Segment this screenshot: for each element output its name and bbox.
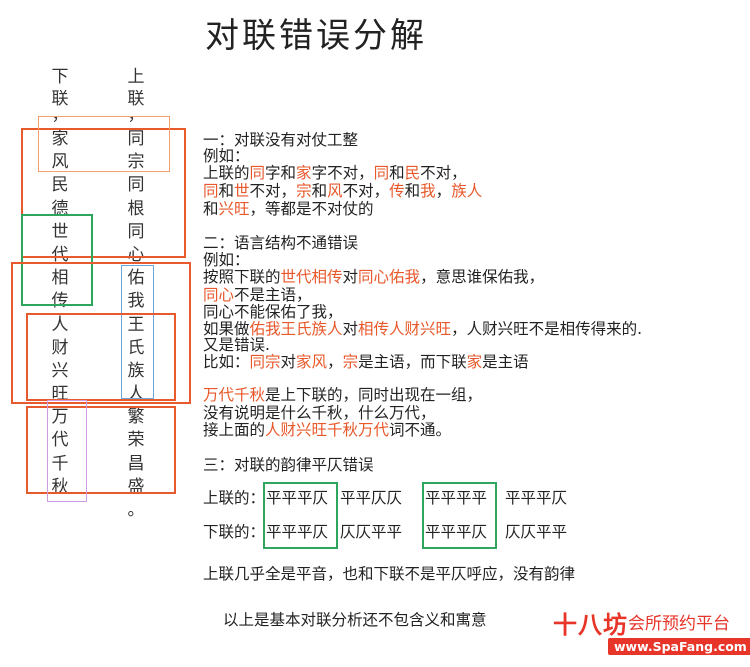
couplet-char: 昌 — [127, 453, 145, 474]
brand-url: www.SpaFang.com — [608, 638, 750, 655]
upper-meter-group-2: 平平仄仄 — [340, 489, 403, 507]
couplet-char: 盛 — [127, 476, 145, 497]
couplet-char: 家 — [51, 129, 69, 149]
couplet-char: 德 — [51, 198, 69, 219]
couplet-char: 代 — [51, 430, 69, 451]
upper-couplet-header: 上 联 ， — [127, 67, 145, 125]
couplet-char: 宗 — [127, 152, 145, 173]
annotation-box-red-3 — [26, 313, 176, 401]
page-title: 对联错误分解 — [205, 16, 427, 56]
section-2-line-5: 又是错误. — [203, 336, 270, 354]
couplet-char: 心 — [127, 244, 145, 265]
lower-meter-group-1: 平平平仄 — [266, 523, 329, 541]
couplet-char: 人 — [127, 384, 145, 405]
couplet-char: 我 — [127, 291, 145, 312]
footer-note: 以上是基本对联分析还不包含义和寓意 — [223, 611, 487, 629]
couplet-char: 同 — [127, 175, 145, 196]
upper-meter-group-4: 平平平仄 — [505, 489, 568, 507]
couplet-char: 氏 — [127, 337, 145, 358]
couplet-char: 财 — [51, 337, 69, 358]
annotation-box-red-4 — [26, 406, 176, 494]
couplet-char: 佑 — [127, 268, 145, 289]
couplet-char: 民 — [51, 175, 69, 196]
couplet-char: 族 — [127, 360, 145, 381]
brand-tagline: 会所预约平台 — [628, 614, 730, 634]
section-2-line-3: 同心不能保佑了我， — [203, 303, 343, 321]
upper-meter-label: 上联的： — [203, 489, 266, 507]
section-2-line-4: 如果做佑我王氏族人对相传人财兴旺，人财兴旺不是相传得来的. — [203, 320, 642, 338]
brand-logo: 十八坊 — [553, 611, 628, 639]
couplet-char: 兴 — [51, 360, 69, 381]
couplet-char: 代 — [51, 244, 69, 265]
annotation-box-red-2 — [11, 262, 191, 404]
couplet-char: 。 — [127, 500, 145, 520]
couplet-char: 千 — [51, 453, 69, 474]
section-3-conclusion: 上联几乎全是平音，也和下联不是平仄呼应，没有韵律 — [203, 565, 576, 583]
section-2-line-9: 接上面的人财兴旺千秋万代词不通。 — [203, 421, 452, 439]
upper-meter-group-3: 平平平平 — [425, 489, 488, 507]
couplet-char: 相 — [51, 268, 69, 289]
section-2-line-7: 万代千秋是上下联的，同时出现在一组， — [203, 386, 483, 404]
section-1-line-2: 同和世不对，宗和风不对，传和我，族人 — [203, 182, 483, 200]
lower-meter-group-4: 仄仄平平 — [505, 523, 568, 541]
couplet-char: 万 — [51, 407, 69, 428]
section-1-line-1: 上联的同字和家字不对，同和民不对， — [203, 164, 467, 182]
couplet-char: 繁 — [127, 407, 145, 428]
couplet-char: 荣 — [127, 430, 145, 451]
couplet-char: 同 — [127, 129, 145, 149]
section-1-heading: 一：对联没有对仗工整 — [203, 131, 359, 149]
section-3-heading: 三：对联的韵律平仄错误 — [203, 456, 374, 474]
section-2-line-8: 没有说明是什么千秋，什么万代， — [203, 404, 436, 422]
section-2-example: 例如： — [203, 251, 250, 269]
couplet-char: 根 — [127, 198, 145, 219]
couplet-char: 王 — [127, 314, 145, 335]
lower-meter-group-3: 平平平仄 — [425, 523, 488, 541]
couplet-char: 秋 — [51, 476, 69, 497]
lower-couplet-header: 下 联 ， — [51, 67, 69, 125]
section-2-line-1: 按照下联的世代相传对同心佑我，意思谁保佑我， — [203, 268, 545, 286]
couplet-char: 世 — [51, 221, 69, 242]
section-2-line-2: 同心不是主语， — [203, 286, 312, 304]
lower-meter-label: 下联的： — [203, 523, 266, 541]
couplet-char: 旺 — [51, 384, 69, 405]
lower-meter-group-2: 仄仄平平 — [340, 523, 403, 541]
couplet-char: 风 — [51, 152, 69, 173]
couplet-char: 人 — [51, 314, 69, 335]
section-2-heading: 二：语言结构不通错误 — [203, 234, 359, 252]
section-2-line-6: 比如：同宗对家风，宗是主语，而下联家是主语 — [203, 353, 529, 371]
upper-couplet-chars: 同宗同根同心佑我王氏族人繁荣昌盛。 — [126, 128, 146, 522]
section-1-example: 例如： — [203, 147, 250, 165]
couplet-char: 传 — [51, 291, 69, 312]
section-1-line-3: 和兴旺，等都是不对仗的 — [203, 200, 374, 218]
lower-couplet-chars: 家风民德世代相传人财兴旺万代千秋 — [50, 128, 70, 499]
couplet-char: 同 — [127, 221, 145, 242]
annotation-box-red-1 — [21, 128, 186, 258]
upper-meter-group-1: 平平平仄 — [266, 489, 329, 507]
